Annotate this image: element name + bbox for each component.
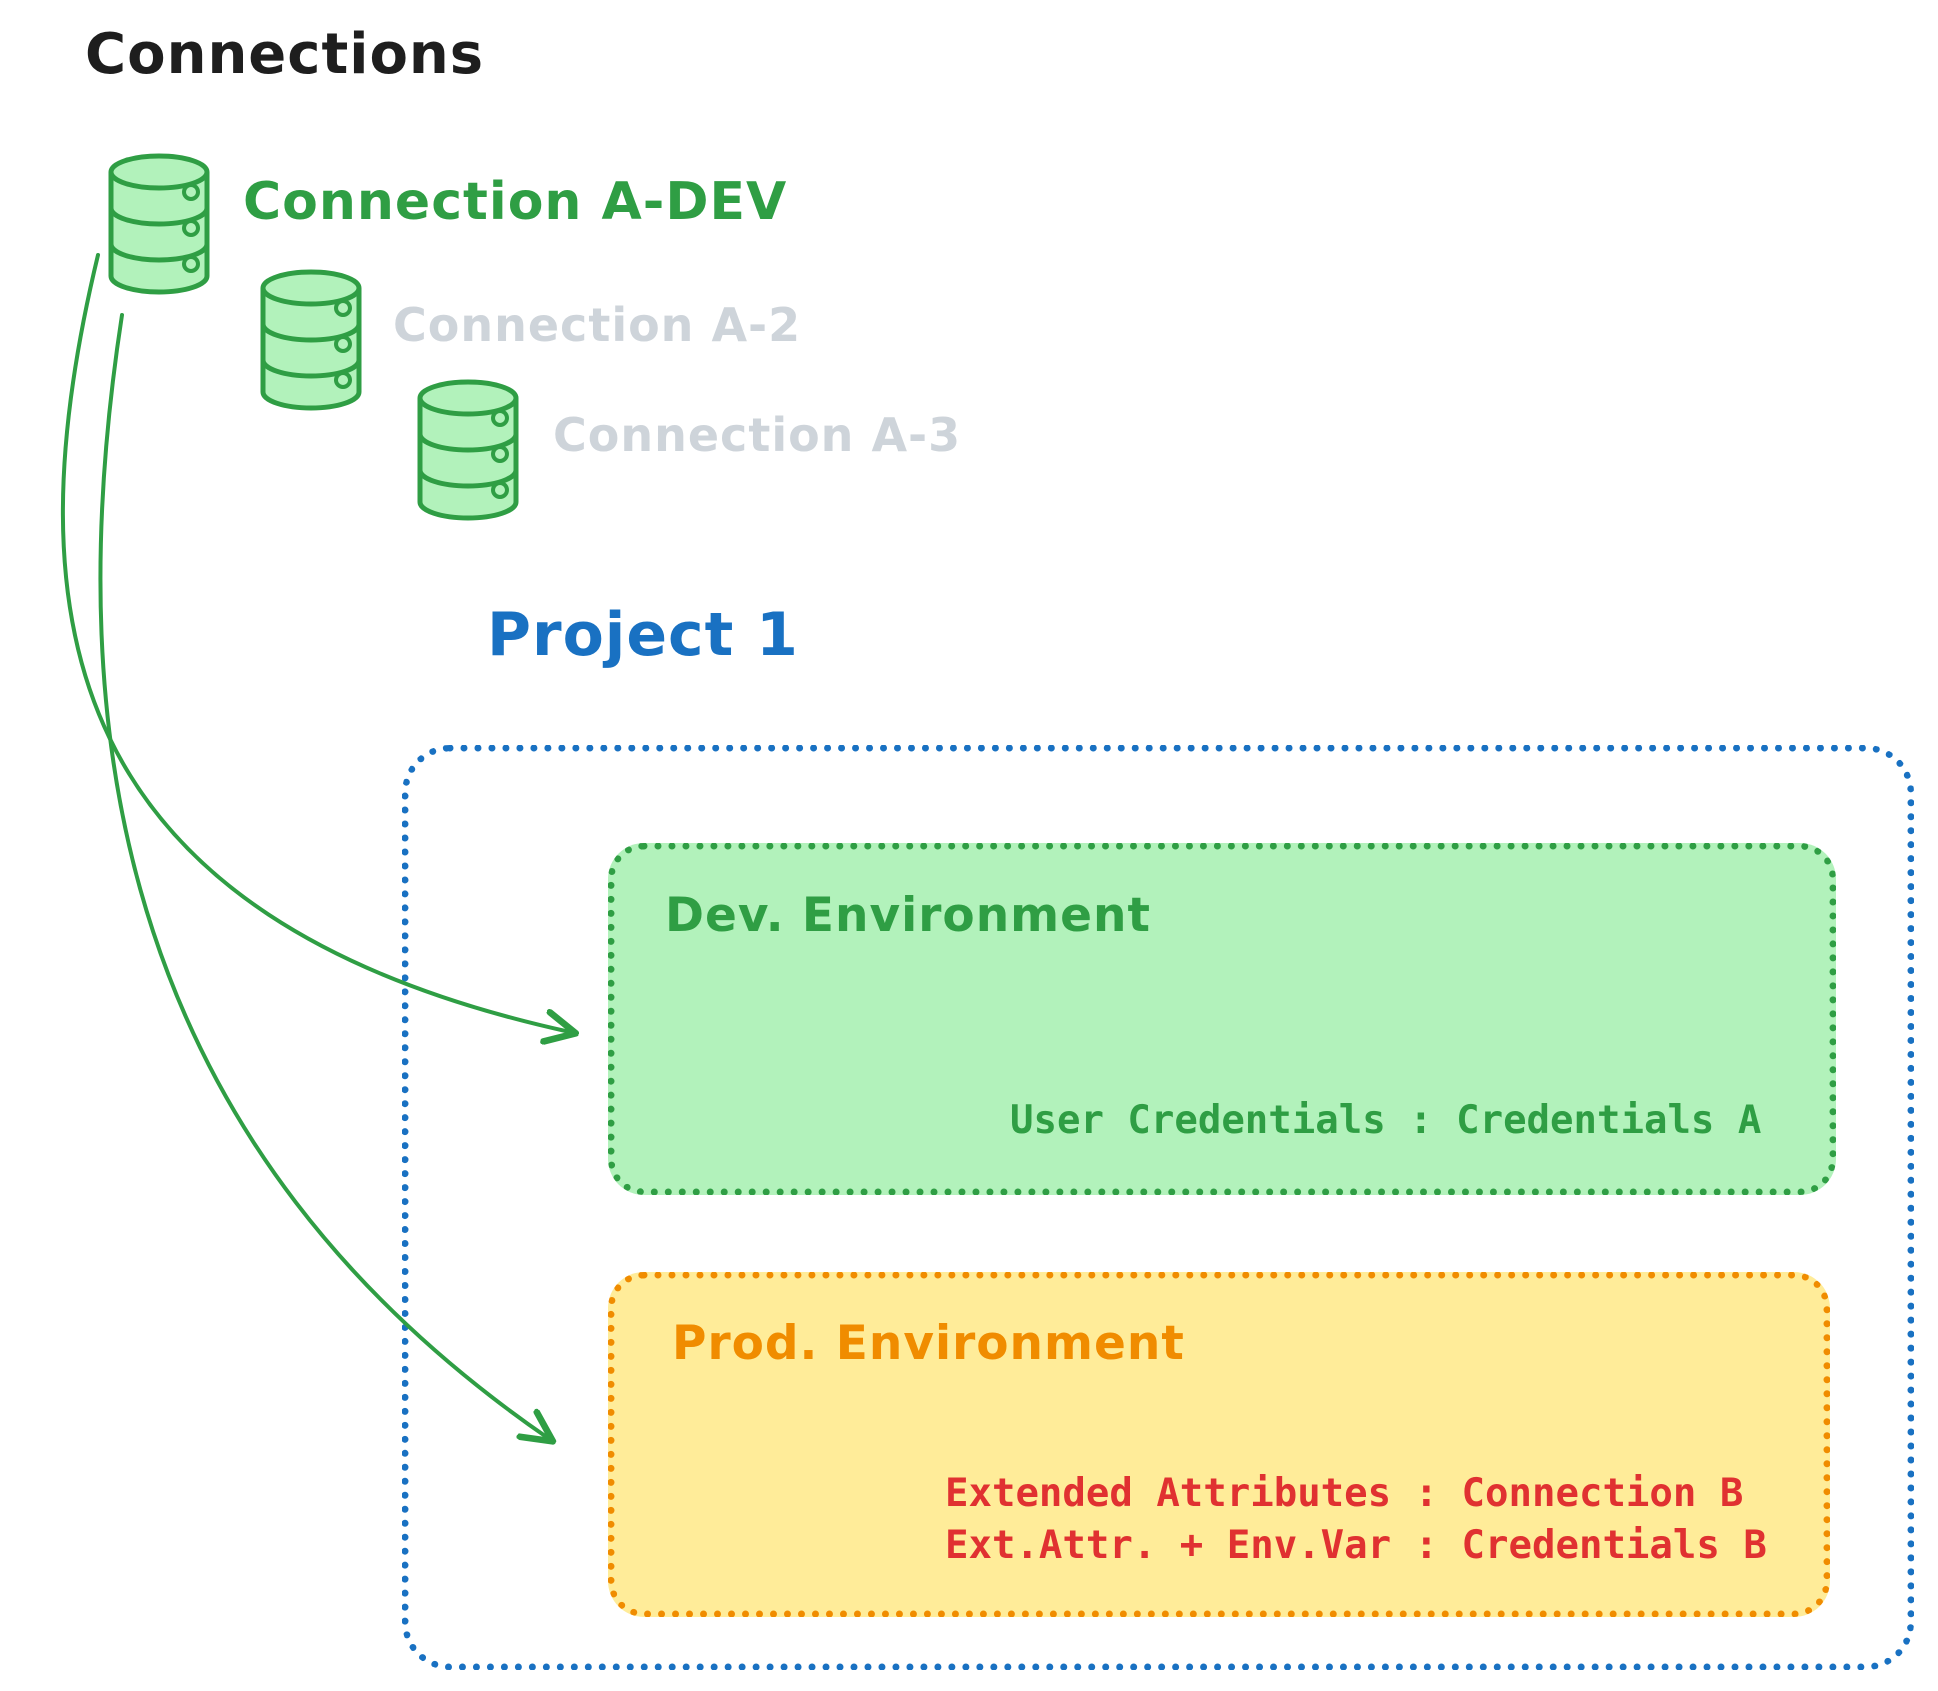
database-icon <box>417 379 519 521</box>
database-icon <box>108 153 210 295</box>
connection-a-2-label: Connection A-2 <box>393 298 802 352</box>
prod-environment-title: Prod. Environment <box>672 1316 1185 1371</box>
prod-environment-box <box>608 1272 1830 1617</box>
connection-a-3-label: Connection A-3 <box>553 408 962 462</box>
diagram-title: Connections <box>85 22 485 87</box>
dev-environment-credentials: User Credentials : Credentials A <box>1010 1098 1762 1143</box>
project-title: Project 1 <box>487 600 799 670</box>
prod-attribute-line: Ext.Attr. + Env.Var : Credentials B <box>945 1523 1767 1568</box>
connection-a-dev-label: Connection A-DEV <box>243 172 788 232</box>
prod-attribute-line: Extended Attributes : Connection B <box>945 1471 1744 1516</box>
prod-environment-attributes: Extended Attributes : Connection B Ext.A… <box>945 1468 1767 1572</box>
dev-environment-title: Dev. Environment <box>665 888 1151 943</box>
dev-environment-box <box>608 843 1836 1195</box>
database-icon <box>260 269 362 411</box>
